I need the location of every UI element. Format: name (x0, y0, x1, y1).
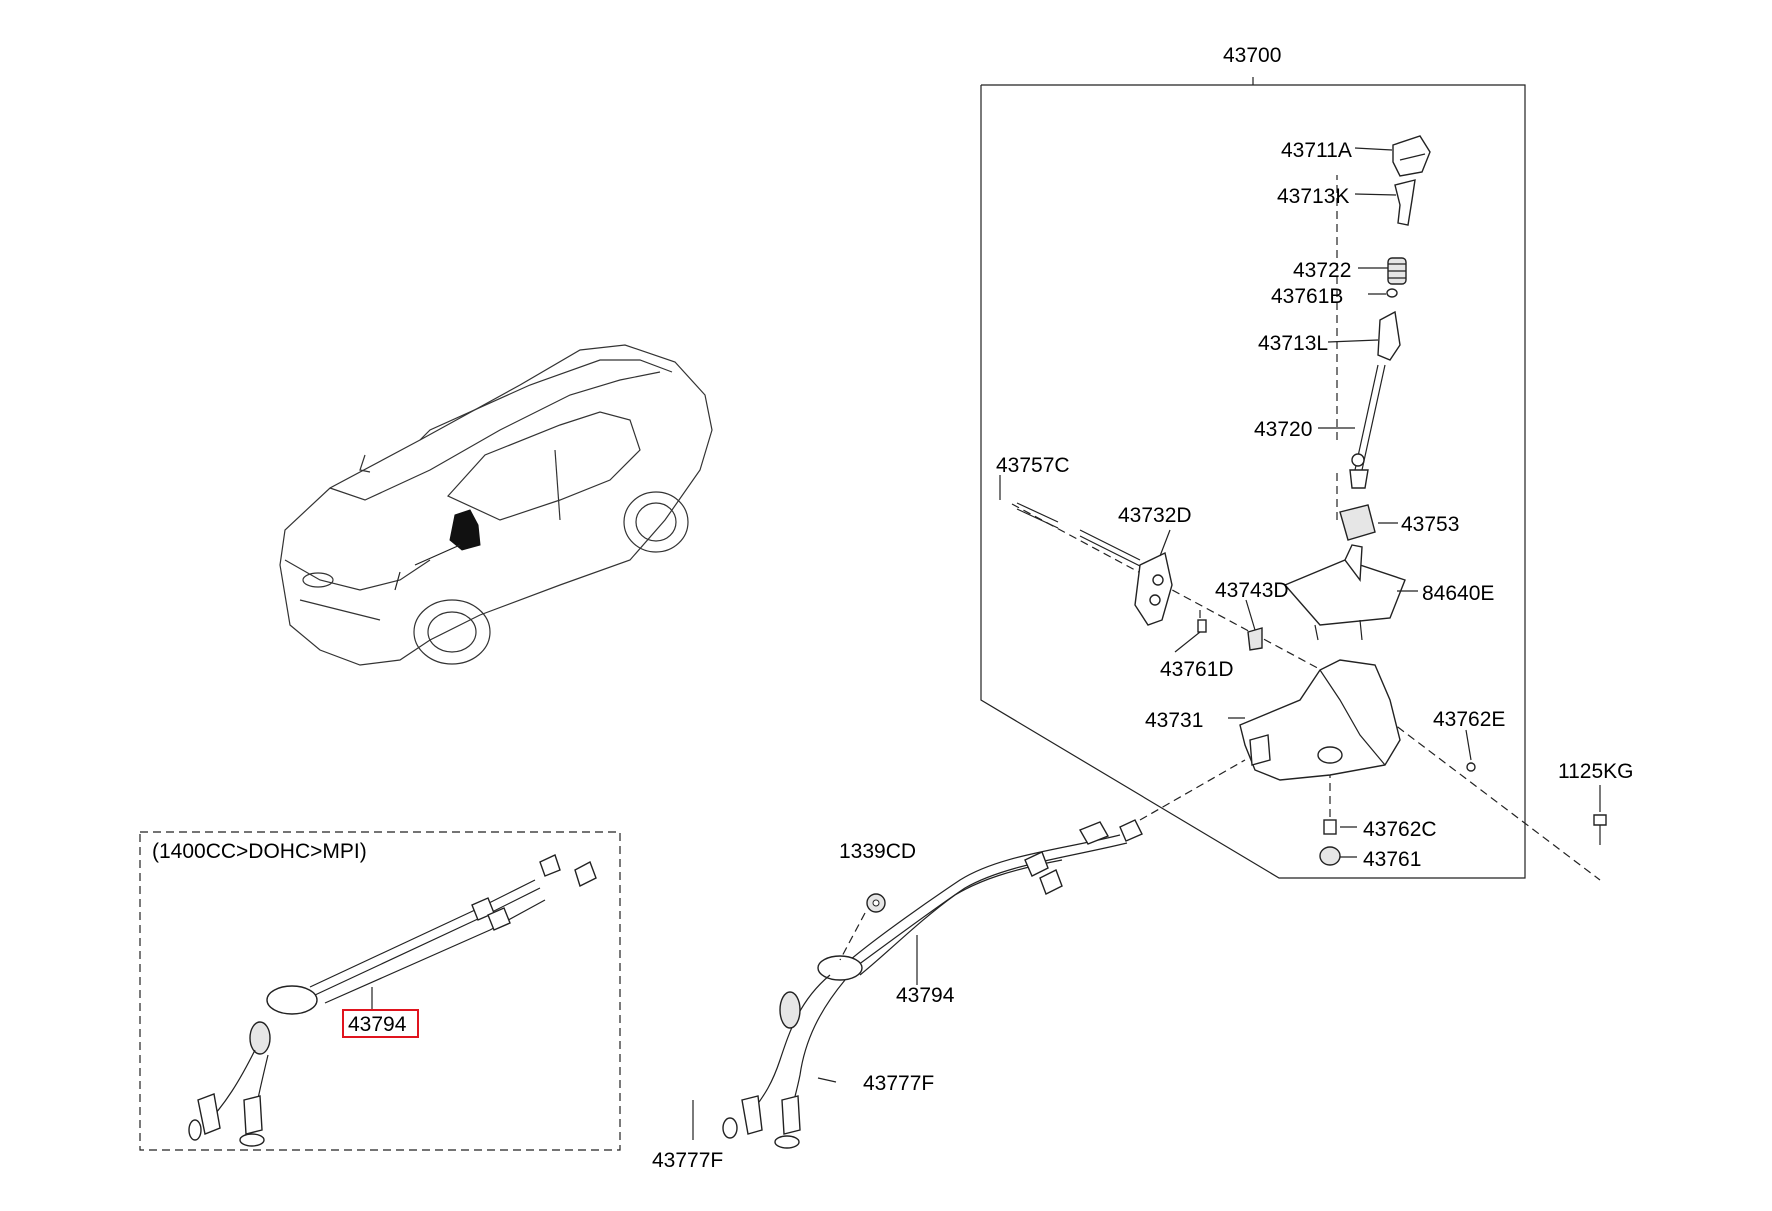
part-label-43713L[interactable]: 43713L (1258, 332, 1328, 355)
part-label-43794-main[interactable]: 43794 (896, 984, 955, 1007)
part-label-43731[interactable]: 43731 (1145, 709, 1203, 732)
shift-lever-assembly-box (980, 77, 1526, 879)
shift-knob (1392, 135, 1431, 177)
clip-43743D (1247, 627, 1263, 651)
small-pin (1386, 288, 1398, 298)
shift-cable-assembly-variant (188, 854, 597, 1147)
part-label-43720[interactable]: 43720 (1254, 418, 1312, 441)
part-label-43732D[interactable]: 43732D (1118, 504, 1192, 527)
part-label-1339CD[interactable]: 1339CD (839, 840, 916, 863)
shift-base-43731 (1239, 659, 1401, 781)
nut-1339CD (866, 893, 886, 913)
collar-43762C (1323, 819, 1337, 835)
lever-sleeve (1377, 310, 1401, 361)
part-label-43757C[interactable]: 43757C (996, 454, 1070, 477)
variant-note: (1400CC>DOHC>MPI) (152, 840, 367, 863)
part-label-43762E[interactable]: 43762E (1433, 708, 1505, 731)
shift-boot (1283, 544, 1406, 641)
shift-cable-assembly-main (722, 819, 1143, 1149)
part-label-43761[interactable]: 43761 (1363, 848, 1421, 871)
bushing (1339, 504, 1376, 541)
highlight-box (342, 1009, 419, 1038)
callout-labels: 43700 43711A 43713K 43722 43761B 43713L … (152, 44, 1634, 1172)
spring (1387, 257, 1407, 285)
part-label-43713K[interactable]: 43713K (1277, 185, 1349, 208)
part-label-43777F-left[interactable]: 43777F (652, 1149, 723, 1172)
bracket-43732D (1134, 551, 1173, 626)
part-label-43753[interactable]: 43753 (1401, 513, 1459, 536)
knob-adapter (1394, 179, 1416, 226)
lever-rod (1349, 364, 1386, 489)
part-label-43761B[interactable]: 43761B (1271, 285, 1343, 308)
nut-43762E (1466, 762, 1476, 772)
part-label-43722[interactable]: 43722 (1293, 259, 1351, 282)
bushing-43761 (1319, 846, 1341, 866)
part-label-43794-variant[interactable]: 43794 (348, 1013, 407, 1036)
part-label-84640E[interactable]: 84640E (1422, 582, 1494, 605)
part-label-1125KG[interactable]: 1125KG (1558, 760, 1634, 783)
pin-rod (1079, 529, 1141, 567)
bolt-43757C (1016, 502, 1059, 529)
pin-43761D (1197, 619, 1207, 633)
part-label-43743D[interactable]: 43743D (1215, 579, 1289, 602)
part-label-43711A[interactable]: 43711A (1281, 139, 1352, 162)
part-label-43762C[interactable]: 43762C (1363, 818, 1437, 841)
vehicle-illustration (279, 344, 713, 666)
main-leader-lines (692, 147, 1601, 1140)
part-label-43777F-right[interactable]: 43777F (863, 1072, 934, 1095)
part-label-43700[interactable]: 43700 (1223, 44, 1281, 67)
part-label-43761D[interactable]: 43761D (1160, 658, 1234, 681)
bolt-1125KG (1593, 814, 1607, 845)
variant-box (139, 831, 621, 1151)
